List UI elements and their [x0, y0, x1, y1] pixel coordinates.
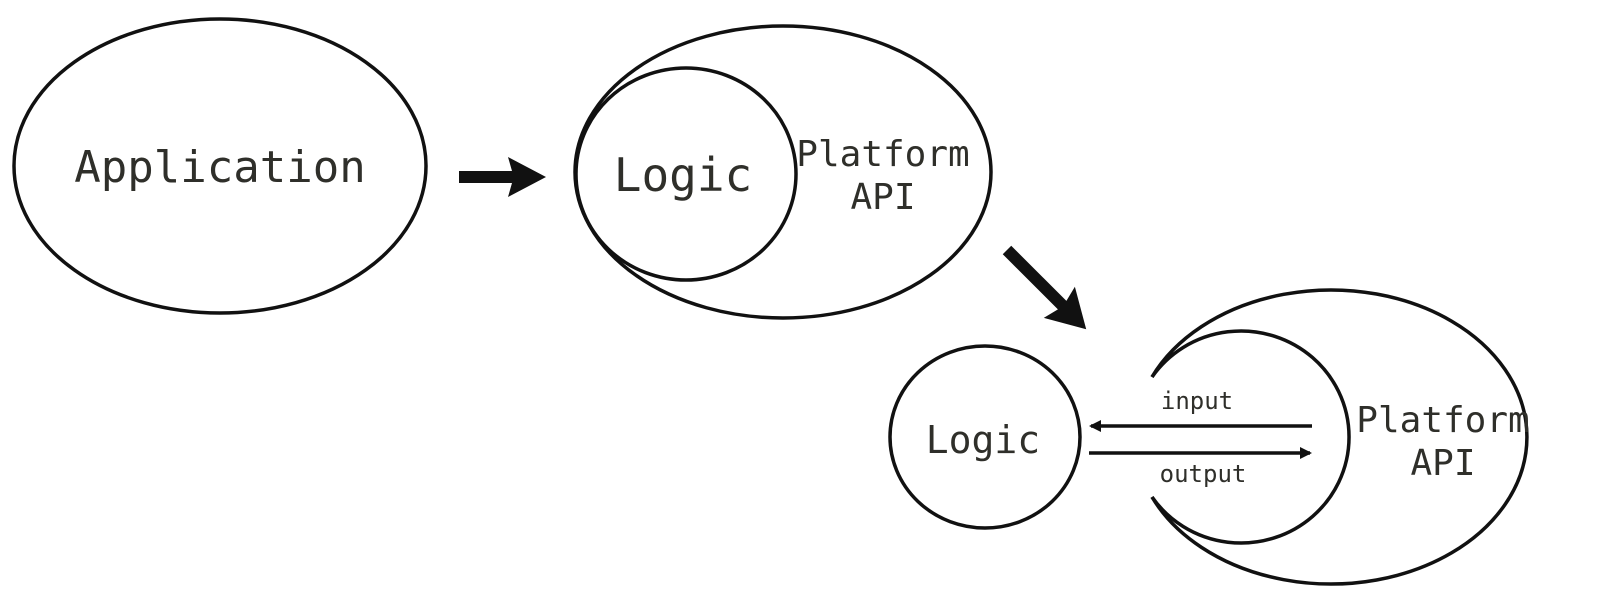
platform-outer-arc [1150, 288, 1529, 586]
arrow-diagonal [1002, 245, 1087, 330]
platform-label-line1-stage3: Platform [1356, 400, 1529, 441]
output-label: output [1160, 460, 1247, 488]
platform-inner-arc [1150, 329, 1351, 545]
logic-label-stage3: Logic [926, 418, 1040, 462]
arrow-diagonal-shape [1002, 245, 1087, 330]
input-label: input [1161, 387, 1233, 415]
stage-logic-separated: Logic input output Platform API [888, 288, 1530, 586]
stage-application: Application [12, 17, 428, 315]
stage-logic-in-platform: Logic Platform API [573, 24, 993, 320]
arrow-right [459, 157, 546, 197]
application-label: Application [74, 142, 365, 193]
platform-label-line1-stage2: Platform [796, 134, 969, 175]
application-ellipse [12, 17, 428, 315]
logic-separate-circle [888, 344, 1082, 530]
arrow-right-shape [459, 157, 546, 197]
platform-label-line2-stage3: API [1410, 443, 1475, 484]
logic-label-stage2: Logic [614, 148, 752, 202]
platform-label-line2-stage2: API [850, 177, 915, 218]
logic-inner-ellipse [574, 66, 798, 282]
